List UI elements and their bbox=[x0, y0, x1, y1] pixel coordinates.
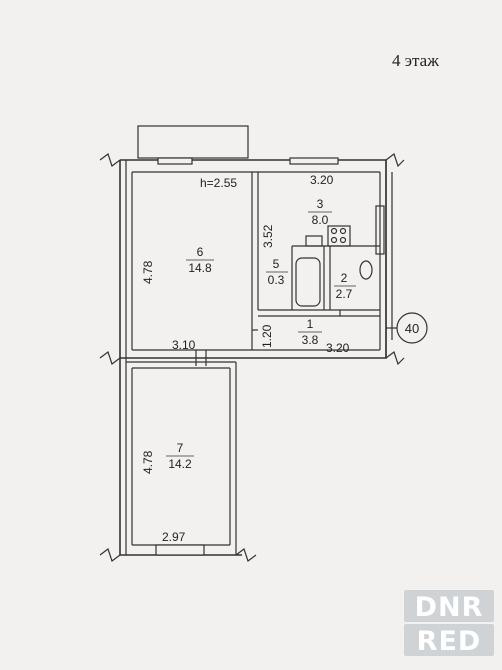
toilet bbox=[359, 260, 373, 280]
watermark-line1: DNR bbox=[415, 592, 484, 623]
stove bbox=[327, 225, 351, 247]
room7-depth-dim: 4.78 bbox=[141, 450, 155, 474]
room-labels: 6 14.8 3 8.0 5 0.3 2 2.7 1 3.8 7 14.2 bbox=[166, 197, 356, 471]
room-1-number: 1 bbox=[307, 317, 314, 331]
room-5-number: 5 bbox=[273, 257, 280, 271]
room-2-area: 2.7 bbox=[336, 287, 353, 301]
radiator bbox=[375, 205, 385, 255]
ceiling-height: h=2.55 bbox=[200, 176, 237, 190]
room1-depth-dim: 1.20 bbox=[260, 324, 274, 348]
room3-width-dim: 3.20 bbox=[310, 173, 334, 187]
room7-width-dim: 2.97 bbox=[162, 530, 186, 544]
room-1-area: 3.8 bbox=[302, 333, 319, 347]
room-7-area: 14.2 bbox=[168, 457, 192, 471]
apartment-number: 40 bbox=[405, 321, 419, 336]
room-6-area: 14.8 bbox=[188, 261, 212, 275]
walls bbox=[99, 125, 428, 562]
room-6-number: 6 bbox=[197, 245, 204, 259]
room-5-area: 0.3 bbox=[268, 273, 285, 287]
room3-depth-dim: 3.52 bbox=[261, 224, 275, 248]
room6-depth-dim: 4.78 bbox=[141, 260, 155, 284]
room6-width-dim: 3.10 bbox=[172, 338, 196, 352]
watermark: DNR RED bbox=[404, 590, 494, 657]
floor-label: 4 этаж bbox=[392, 51, 439, 70]
room-3-area: 8.0 bbox=[312, 213, 329, 227]
room-7-number: 7 bbox=[177, 441, 184, 455]
room-2-number: 2 bbox=[341, 271, 348, 285]
room-3-number: 3 bbox=[317, 197, 324, 211]
balcony bbox=[137, 125, 249, 159]
bathtub bbox=[295, 257, 321, 307]
watermark-line2: RED bbox=[417, 626, 482, 657]
dimensions: h=2.55 3.20 3.52 4.78 3.10 1.20 3.20 4.7… bbox=[141, 173, 350, 544]
room1-width-dim: 3.20 bbox=[326, 341, 350, 355]
kitchen-sink bbox=[305, 235, 323, 247]
